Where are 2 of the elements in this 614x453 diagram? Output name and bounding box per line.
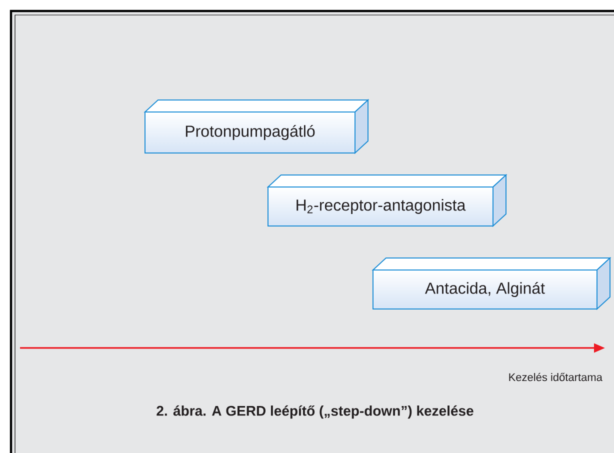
axis-label: Kezelés időtartama — [509, 372, 602, 382]
caption: 2. ábra. A GERD leépítő („step-down”) kezelése — [156, 405, 474, 419]
